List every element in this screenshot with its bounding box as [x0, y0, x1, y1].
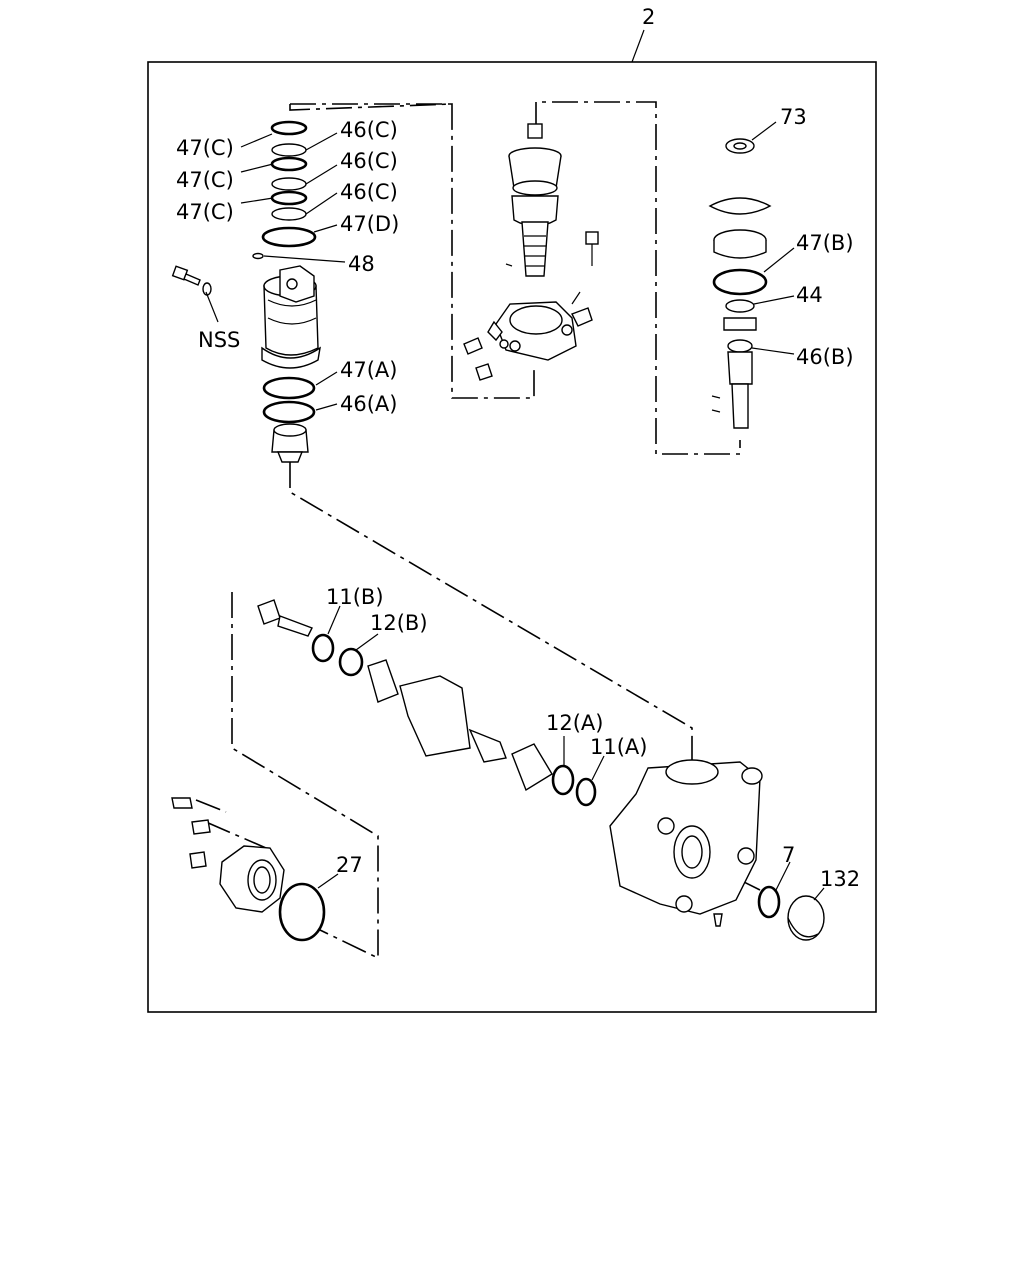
valve-housing	[463, 291, 593, 381]
callout-11b[interactable]: 11(B)	[326, 585, 384, 609]
callout-47a[interactable]: 47(A)	[340, 358, 397, 382]
cap-132	[787, 895, 825, 941]
seal-ring-47c-top	[270, 120, 308, 136]
callout-12a[interactable]: 12(A)	[546, 711, 603, 735]
callout-27[interactable]: 27	[336, 853, 363, 877]
washer-48	[252, 252, 264, 260]
assembly-leader	[631, 29, 645, 63]
callout-12b[interactable]: 12(B)	[370, 611, 428, 635]
rotary-valve	[505, 123, 599, 277]
sector-shaft-group	[257, 599, 597, 807]
seal-ring-46c-low	[271, 207, 307, 221]
input-shaft-group	[708, 138, 772, 429]
callout-73[interactable]: 73	[780, 105, 807, 129]
callout-46c-3[interactable]: 46(C)	[340, 180, 398, 204]
seal-ring-47c-low	[270, 190, 308, 206]
callout-132[interactable]: 132	[820, 867, 860, 891]
retaining-ring-11b	[311, 633, 335, 663]
seal-ring-47d	[261, 226, 317, 248]
callout-44[interactable]: 44	[796, 283, 823, 307]
snap-ring-7	[757, 885, 781, 919]
callout-46a[interactable]: 46(A)	[340, 392, 397, 416]
leaders-upper-left	[205, 132, 346, 411]
seal-ring-46c-top	[271, 143, 307, 157]
assembly-frame	[147, 61, 877, 1013]
callout-assembly[interactable]: 2	[642, 5, 655, 29]
snap-ring-12b	[338, 647, 364, 677]
callout-47d[interactable]: 47(D)	[340, 212, 399, 236]
seal-ring-46b	[727, 339, 753, 353]
o-ring-27	[278, 882, 326, 942]
callout-7[interactable]: 7	[782, 843, 795, 867]
bearing-44	[725, 299, 755, 313]
connector-chains	[195, 101, 761, 960]
seal-ring-stack-upper-left	[252, 120, 317, 260]
callout-11a[interactable]: 11(A)	[590, 735, 647, 759]
leaders-middle	[327, 605, 605, 781]
piston-body	[261, 265, 321, 369]
seal-ring-47c-mid	[270, 156, 308, 172]
callout-46c-2[interactable]: 46(C)	[340, 149, 398, 173]
callout-nss[interactable]: NSS	[198, 328, 240, 352]
gear-housing	[609, 759, 763, 927]
leaders-upper-right	[751, 121, 795, 355]
retaining-ring-11a	[575, 777, 597, 807]
seal-ring-47b	[712, 268, 768, 296]
callout-47c-1[interactable]: 47(C)	[176, 136, 234, 160]
side-cover-group	[171, 797, 339, 942]
callout-47c-3[interactable]: 47(C)	[176, 200, 234, 224]
callout-46c-1[interactable]: 46(C)	[340, 118, 398, 142]
seal-ring-47a	[262, 376, 316, 400]
callout-47c-2[interactable]: 47(C)	[176, 168, 234, 192]
bushing	[271, 423, 309, 463]
callout-48[interactable]: 48	[348, 252, 375, 276]
seal-ring-46a	[262, 400, 316, 424]
callout-46b[interactable]: 46(B)	[796, 345, 854, 369]
bolt-nss	[171, 265, 212, 296]
snap-ring-12a	[551, 764, 575, 796]
leaders-lower-right	[775, 861, 825, 901]
callout-47b[interactable]: 47(B)	[796, 231, 854, 255]
seal-ring-46c-mid	[271, 177, 307, 191]
